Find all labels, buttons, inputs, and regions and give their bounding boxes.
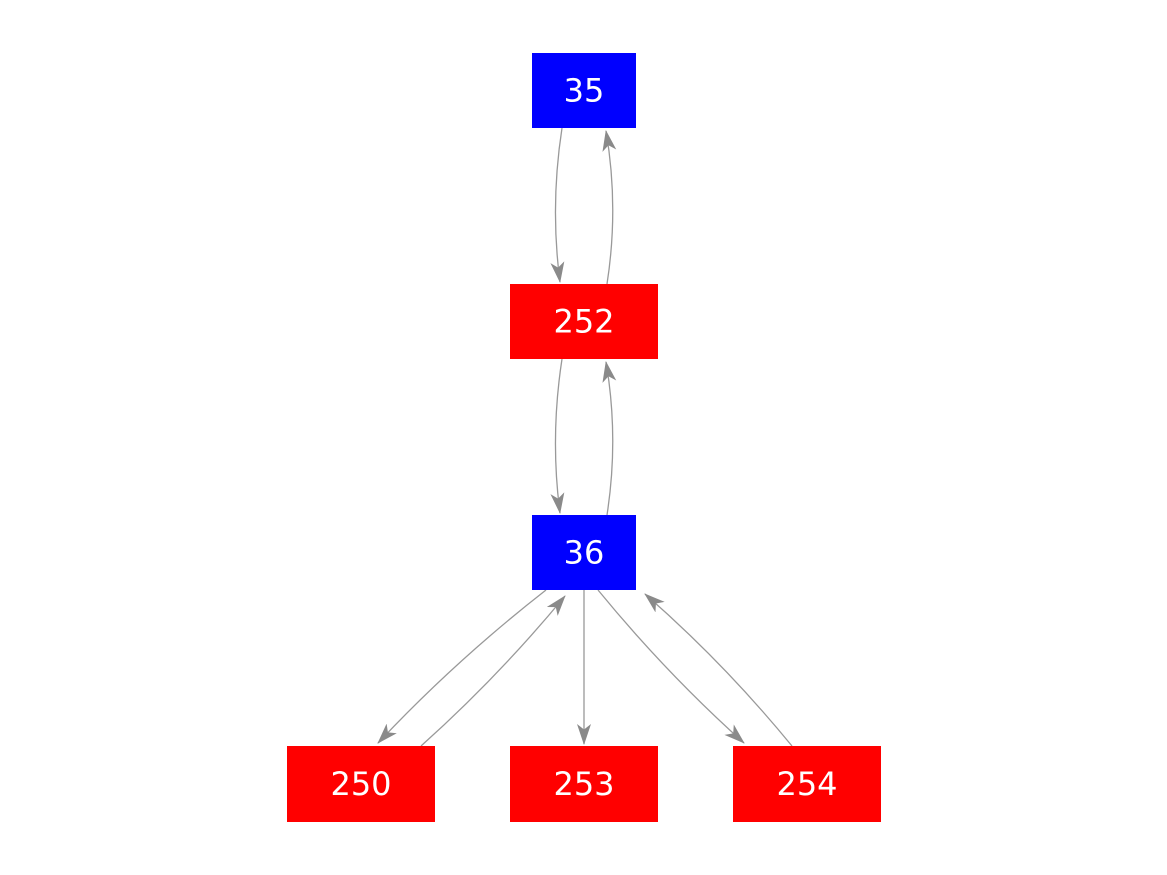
graph-node-252: 252 (510, 284, 658, 359)
edge-250-to-36 (420, 595, 566, 747)
node-label-254: 254 (776, 765, 837, 803)
edge-35-to-252 (550, 127, 565, 283)
node-box-36 (532, 515, 636, 590)
node-label-35: 35 (564, 72, 605, 110)
edge-252-to-36 (550, 358, 565, 514)
node-label-36: 36 (564, 534, 605, 572)
node-label-250: 250 (330, 765, 391, 803)
edge-36-to-250 (377, 589, 547, 744)
node-box-252 (510, 284, 658, 359)
graph-node-36: 36 (532, 515, 636, 590)
edges-layer (377, 127, 793, 747)
node-label-252: 252 (553, 303, 614, 341)
nodes-layer: 35 252 36 250 253 254 (287, 53, 881, 822)
edge-36-to-252 (602, 361, 617, 516)
graph-node-253: 253 (510, 746, 658, 822)
node-box-250 (287, 746, 435, 822)
node-box-35 (532, 53, 636, 128)
graph-node-254: 254 (733, 746, 881, 822)
edge-254-to-36 (644, 593, 793, 747)
graph-node-35: 35 (532, 53, 636, 128)
node-box-254 (733, 746, 881, 822)
edge-252-to-35 (602, 130, 617, 285)
node-box-253 (510, 746, 658, 822)
graph-node-250: 250 (287, 746, 435, 822)
edge-36-to-254 (597, 589, 745, 744)
node-label-253: 253 (553, 765, 614, 803)
